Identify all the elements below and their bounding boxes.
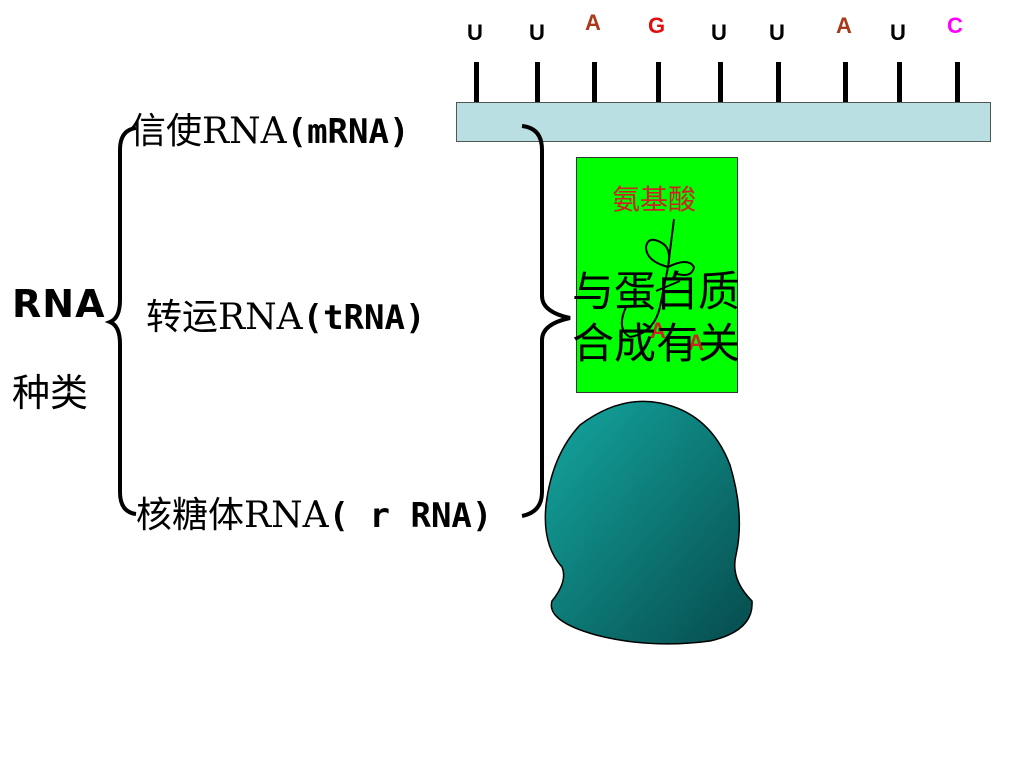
rna-type-rrna: 核糖体RNA( r RNA)	[136, 486, 492, 538]
trna-cloverleaf-icon	[620, 218, 696, 339]
mrna-base: A	[585, 10, 601, 35]
mrna-base: C	[947, 13, 963, 38]
function-text-line: 与蛋白质	[572, 267, 741, 316]
base-tick	[843, 62, 848, 102]
rna-type-cn: 核糖体RNA	[136, 495, 329, 536]
mrna-strand: U U A G U U A U C	[0, 0, 1024, 150]
mrna-base: U	[890, 20, 906, 45]
base-tick	[592, 62, 597, 102]
ribosome-illustration	[544, 400, 753, 645]
base-tick	[535, 62, 540, 102]
mrna-base: U	[467, 20, 483, 45]
rna-type-trna: 转运RNA(tRNA)	[146, 288, 425, 340]
base-tick	[718, 62, 723, 102]
function-text: 与蛋白质 合成有关	[572, 266, 740, 370]
amino-acid-label: 氨基酸	[612, 183, 697, 216]
rna-type-en: ( r RNA)	[328, 496, 493, 536]
rna-type-cn: 信使RNA	[130, 111, 287, 152]
mrna-backbone	[456, 102, 991, 142]
mrna-base: U	[769, 20, 785, 45]
base-tick	[955, 62, 960, 102]
classification-title: RNA	[12, 282, 106, 326]
base-tick	[776, 62, 781, 102]
rna-type-en: (tRNA)	[302, 298, 426, 338]
left-brace	[104, 126, 137, 516]
trna-illustration	[576, 157, 738, 393]
anticodon-base: A	[650, 318, 666, 343]
rna-type-mrna: 信使RNA(mRNA)	[130, 102, 409, 154]
classification-subtitle: 种类	[12, 371, 89, 415]
mrna-base: U	[529, 20, 545, 45]
rna-type-en: (mRNA)	[286, 112, 410, 152]
anticodon-base: A	[688, 330, 704, 355]
function-text-line: 合成有关	[572, 319, 741, 368]
rna-type-cn: 转运RNA	[146, 297, 303, 338]
base-tick	[897, 62, 902, 102]
mrna-base: G	[648, 13, 666, 38]
mrna-base: A	[836, 13, 852, 38]
mrna-base: U	[711, 20, 727, 45]
base-tick	[656, 62, 661, 102]
base-tick	[474, 62, 479, 102]
